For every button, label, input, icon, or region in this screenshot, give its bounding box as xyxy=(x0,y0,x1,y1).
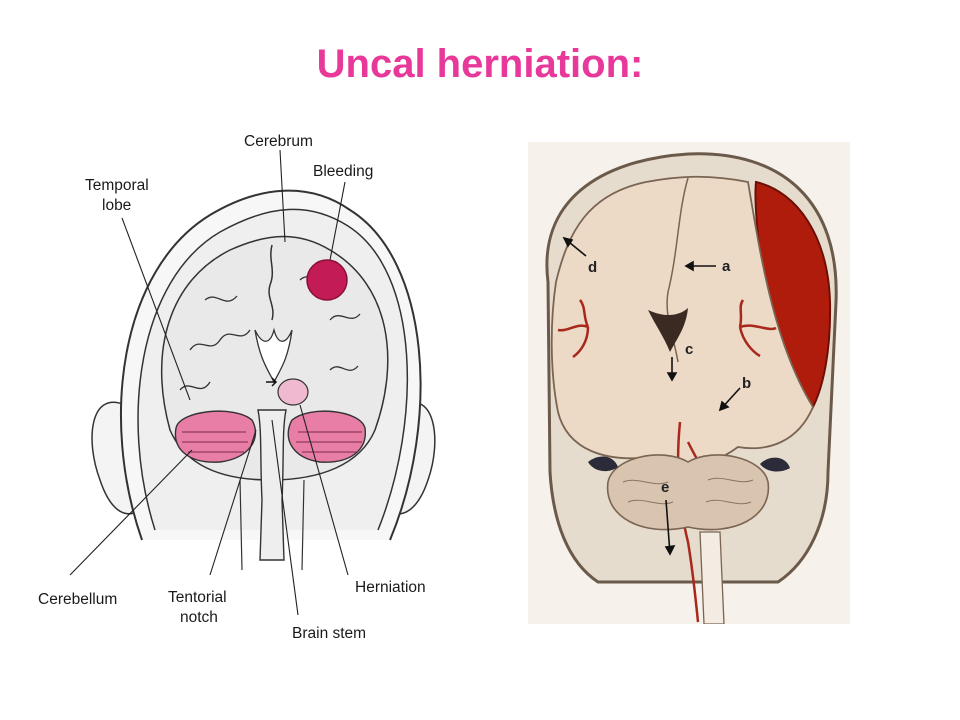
right-diagram: a b c d e xyxy=(528,142,850,625)
bleeding-mass xyxy=(306,259,348,301)
cerebellum-right xyxy=(287,410,366,463)
dark-space-left xyxy=(588,456,618,472)
label-b: b xyxy=(742,375,751,392)
coronal-brain-illustration: a b c d e xyxy=(528,142,850,625)
label-a: a xyxy=(722,258,731,275)
label-e: e xyxy=(661,479,669,496)
slide-title: Uncal herniation: xyxy=(316,42,644,86)
label-bleeding: Bleeding xyxy=(313,163,373,180)
herniation-arrow-icon xyxy=(266,377,278,387)
label-tentorial-notch-2: notch xyxy=(180,609,218,626)
coronal-brain-schematic: Cerebrum Bleeding Temporal lobe Cerebell… xyxy=(38,133,436,642)
lateral-ventricles xyxy=(254,327,293,384)
cerebellum-section xyxy=(606,454,770,531)
arrows xyxy=(562,236,741,556)
label-d: d xyxy=(588,259,597,276)
cerebellum-left xyxy=(174,410,257,463)
cerebellum-texture xyxy=(622,477,754,505)
left-diagram: Cerebrum Bleeding Temporal lobe Cerebell… xyxy=(30,120,460,660)
label-brain-stem: Brain stem xyxy=(292,625,366,642)
brainstem-section xyxy=(699,531,725,625)
midline-fissure xyxy=(268,244,274,321)
cerebellum-folia xyxy=(182,431,362,453)
label-cerebellum: Cerebellum xyxy=(38,591,117,608)
label-cerebrum: Cerebrum xyxy=(244,133,313,150)
ventricle xyxy=(648,308,688,352)
label-herniation: Herniation xyxy=(355,579,426,596)
label-tentorial-notch-1: Tentorial xyxy=(168,589,227,606)
dark-space-right xyxy=(760,457,790,472)
leader-lines xyxy=(69,149,349,616)
neck-lines xyxy=(239,479,305,571)
label-temporal-lobe-2: lobe xyxy=(102,197,131,214)
label-temporal-lobe-1: Temporal xyxy=(85,177,149,194)
label-c: c xyxy=(685,341,693,358)
herniating-uncus xyxy=(277,378,309,406)
brain-stem-shape xyxy=(257,409,287,561)
